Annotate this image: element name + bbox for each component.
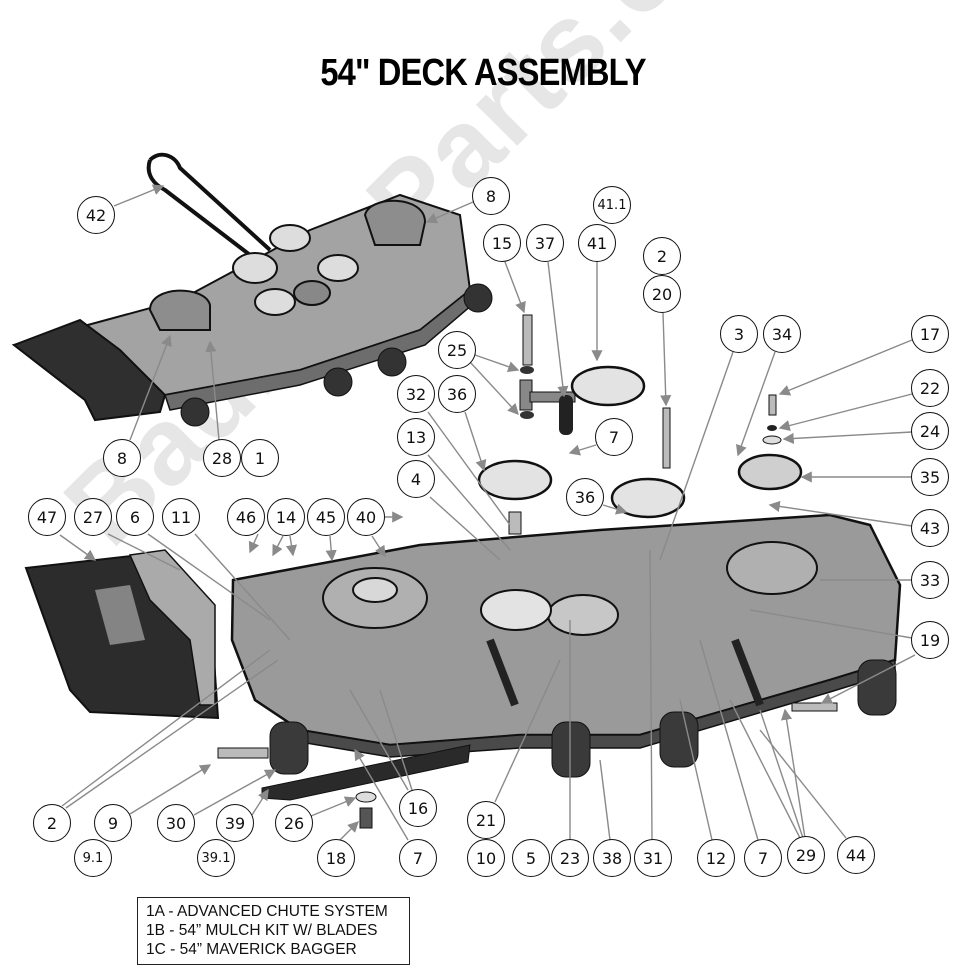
part-callout[interactable]: 11	[162, 498, 200, 536]
part-callout[interactable]: 40	[347, 498, 385, 536]
part-callout[interactable]: 14	[267, 498, 305, 536]
part-callout[interactable]: 4	[397, 460, 435, 498]
leader-lines	[59, 184, 916, 841]
spindle-cover-icon	[148, 289, 211, 331]
wheel-icon	[377, 347, 407, 377]
part-callout[interactable]: 41	[578, 224, 616, 262]
part-callout[interactable]: 9	[94, 804, 132, 842]
part-callout[interactable]: 9.1	[74, 839, 112, 877]
bolt-icon	[522, 314, 533, 366]
wheel-icon	[463, 283, 493, 313]
discharge-chute-icon	[11, 318, 167, 422]
part-callout[interactable]: 13	[397, 418, 435, 456]
part-callout[interactable]: 8	[103, 439, 141, 477]
belt-icon	[148, 152, 272, 252]
part-callout[interactable]: 36	[438, 375, 476, 413]
part-callout[interactable]: 24	[911, 412, 949, 450]
pulley-icon	[232, 252, 278, 284]
part-callout[interactable]: 39.1	[197, 839, 235, 877]
page-title: 54" DECK ASSEMBLY	[320, 52, 646, 94]
part-callout[interactable]: 29	[787, 836, 825, 874]
part-callout[interactable]: 45	[307, 498, 345, 536]
wheel-icon	[659, 711, 699, 768]
wheel-icon	[323, 367, 353, 397]
part-callout[interactable]: 26	[275, 804, 313, 842]
pulley-icon	[254, 288, 296, 316]
pulley-icon	[317, 254, 359, 282]
wheel-icon	[551, 721, 591, 778]
part-callout[interactable]: 30	[157, 804, 195, 842]
part-callout[interactable]: 19	[911, 621, 949, 659]
spindle-housing-icon	[726, 541, 818, 595]
part-callout[interactable]: 7	[399, 839, 437, 877]
part-callout[interactable]: 47	[28, 498, 66, 536]
bolt-icon	[217, 747, 269, 759]
part-callout[interactable]: 25	[438, 331, 476, 369]
spring-icon	[559, 395, 573, 435]
part-callout[interactable]: 42	[77, 196, 115, 234]
deck-overview	[11, 152, 493, 427]
part-callout[interactable]: 17	[911, 315, 949, 353]
part-callout[interactable]: 37	[526, 224, 564, 262]
part-callout[interactable]: 5	[512, 839, 550, 877]
part-callout[interactable]: 15	[483, 224, 521, 262]
spindle-housing-icon	[547, 594, 619, 636]
part-callout[interactable]: 2	[33, 804, 71, 842]
part-callout[interactable]: 21	[467, 801, 505, 839]
wheel-icon	[857, 659, 897, 716]
part-callout[interactable]: 34	[763, 315, 801, 353]
legend-item: 1B - 54” MULCH KIT W/ BLADES	[146, 922, 378, 939]
part-callout[interactable]: 3	[720, 315, 758, 353]
part-callout[interactable]: 16	[399, 789, 437, 827]
exploded-hardware	[477, 314, 803, 535]
idler-pulley-icon	[477, 459, 553, 501]
main-deck	[217, 513, 902, 829]
part-callout[interactable]: 6	[116, 498, 154, 536]
legend-item: 1A - ADVANCED CHUTE SYSTEM	[146, 903, 388, 920]
idler-pulley-icon	[610, 477, 686, 519]
part-callout[interactable]: 1	[241, 439, 279, 477]
part-callout[interactable]: 8	[472, 177, 510, 215]
part-callout[interactable]: 32	[397, 375, 435, 413]
part-callout[interactable]: 28	[203, 439, 241, 477]
part-callout[interactable]: 46	[227, 498, 265, 536]
discharge-chute	[24, 549, 220, 720]
part-callout[interactable]: 20	[643, 275, 681, 313]
part-callout[interactable]: 18	[317, 839, 355, 877]
part-callout[interactable]: 2	[643, 237, 681, 275]
part-callout[interactable]: 41.1	[593, 186, 631, 224]
spindle-pulley-icon	[737, 453, 803, 491]
part-callout[interactable]: 43	[911, 509, 949, 547]
part-callout[interactable]: 31	[634, 839, 672, 877]
part-callout[interactable]: 35	[911, 458, 949, 496]
part-callout[interactable]: 27	[74, 498, 112, 536]
wheel-icon	[180, 397, 210, 427]
part-callout[interactable]: 44	[837, 836, 875, 874]
part-callout[interactable]: 22	[911, 369, 949, 407]
part-callout[interactable]: 12	[697, 839, 735, 877]
legend-box: 1A - ADVANCED CHUTE SYSTEM 1B - 54” MULC…	[137, 897, 410, 965]
part-callout[interactable]: 38	[593, 839, 631, 877]
idler-pulley-icon	[570, 365, 646, 407]
part-callout[interactable]: 7	[595, 418, 633, 456]
wheel-icon	[269, 721, 309, 775]
legend-item: 1C - 54” MAVERICK BAGGER	[146, 941, 357, 958]
part-callout[interactable]: 7	[744, 839, 782, 877]
spindle-cover-icon	[363, 199, 427, 246]
part-callout[interactable]: 36	[566, 478, 604, 516]
bolt-icon	[662, 407, 671, 469]
part-callout[interactable]: 23	[551, 839, 589, 877]
part-callout[interactable]: 39	[216, 804, 254, 842]
pulley-icon	[269, 224, 311, 252]
part-callout[interactable]: 33	[911, 561, 949, 599]
part-callout[interactable]: 10	[467, 839, 505, 877]
